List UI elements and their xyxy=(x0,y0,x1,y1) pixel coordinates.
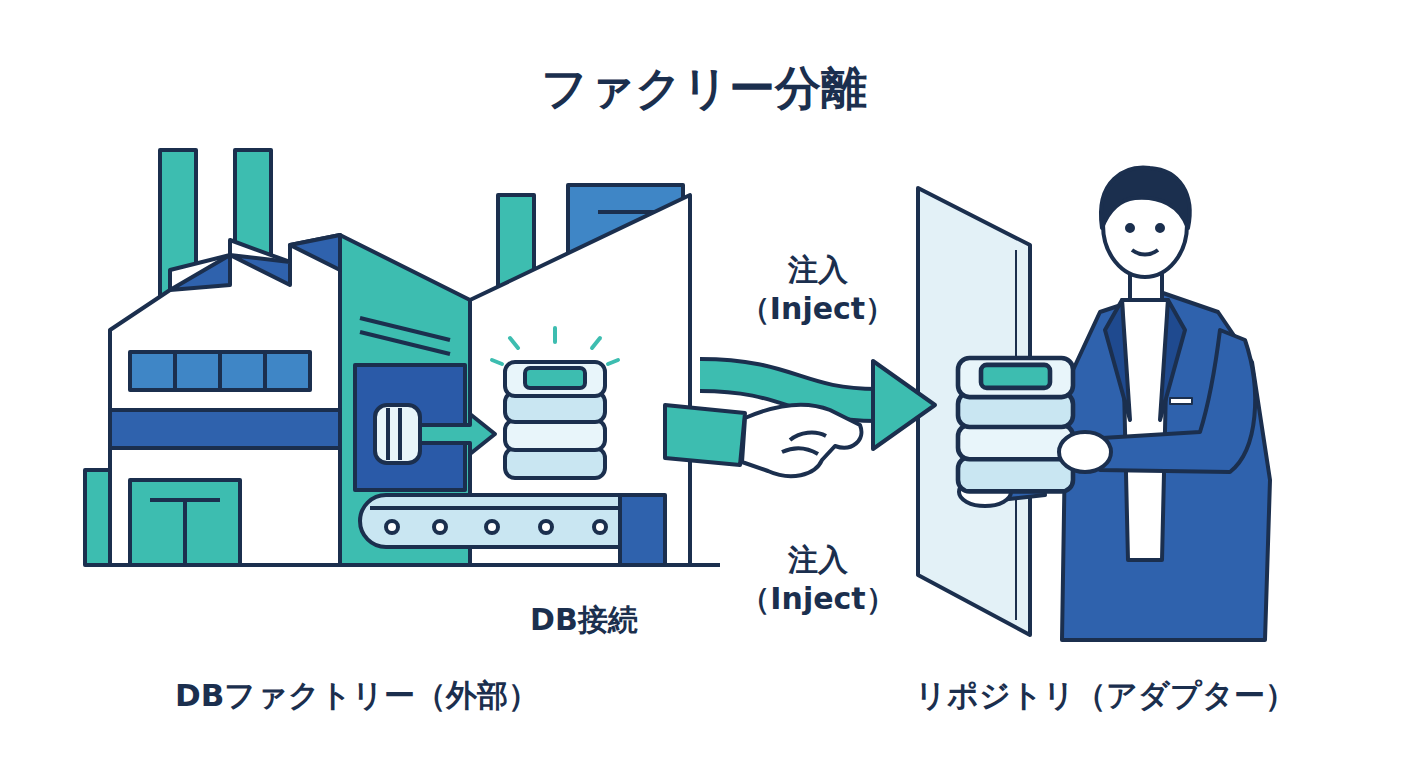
factory-building xyxy=(386,408,390,460)
sparkle-lines xyxy=(592,338,600,348)
factory-building xyxy=(620,495,665,565)
factory-building xyxy=(110,235,340,565)
factory-building xyxy=(540,521,552,533)
person xyxy=(1127,225,1133,231)
factory-building xyxy=(170,255,230,290)
factory-building xyxy=(598,210,655,214)
factory-building xyxy=(420,414,495,454)
sparkle-lines xyxy=(553,328,557,342)
inject-arrow xyxy=(700,375,877,405)
factory-building xyxy=(398,408,402,460)
node-label: DBファクトリー（外部） xyxy=(175,675,700,715)
handshake xyxy=(790,433,826,440)
person xyxy=(1101,168,1190,228)
factory-building xyxy=(375,405,420,463)
factory-building xyxy=(130,480,240,565)
factory-building xyxy=(386,521,398,533)
person xyxy=(959,168,1270,640)
person xyxy=(1122,300,1168,560)
factory-building xyxy=(486,521,498,533)
person xyxy=(1105,300,1130,420)
person xyxy=(1157,225,1163,231)
handshake xyxy=(665,405,745,465)
factory-building xyxy=(85,470,110,565)
factory-building xyxy=(370,506,655,510)
person xyxy=(1132,250,1158,255)
factory-building xyxy=(85,563,720,567)
factory-building xyxy=(290,235,340,270)
diagram-title: ファクリー分離 xyxy=(0,58,1408,120)
sparkle-lines xyxy=(608,360,618,364)
arrow-head xyxy=(873,361,935,449)
factory-building xyxy=(173,352,177,390)
factory-building xyxy=(85,150,720,565)
connection-label: DB接続 xyxy=(530,600,730,639)
factory-building xyxy=(360,332,450,354)
database-icon xyxy=(505,362,605,478)
factory-building xyxy=(110,410,340,448)
repository-node: リポジトリ（アダプター） xyxy=(935,160,1355,715)
factory-building xyxy=(218,352,222,390)
person-arm xyxy=(1059,432,1111,472)
sparkle-lines xyxy=(492,360,502,364)
person-arm xyxy=(1100,330,1255,472)
factory-building xyxy=(434,521,446,533)
sparkle-lines xyxy=(510,338,518,348)
person-arm xyxy=(1170,398,1192,404)
person-arm xyxy=(1059,330,1255,472)
factory-building xyxy=(230,255,290,285)
factory-building xyxy=(263,352,267,390)
handshake xyxy=(665,405,861,476)
inject-label: 注入 （Inject） xyxy=(733,540,903,618)
factory-building xyxy=(594,521,606,533)
handshake xyxy=(782,448,818,454)
database-icon xyxy=(958,358,1073,491)
inject-arrow xyxy=(700,375,877,405)
factory-building xyxy=(130,352,310,390)
factory-building xyxy=(183,500,187,565)
inject-label: 注入 （Inject） xyxy=(733,250,903,328)
node-label: リポジトリ（アダプター） xyxy=(915,675,1355,715)
sparkle-lines xyxy=(492,328,618,364)
handshake xyxy=(742,405,861,476)
